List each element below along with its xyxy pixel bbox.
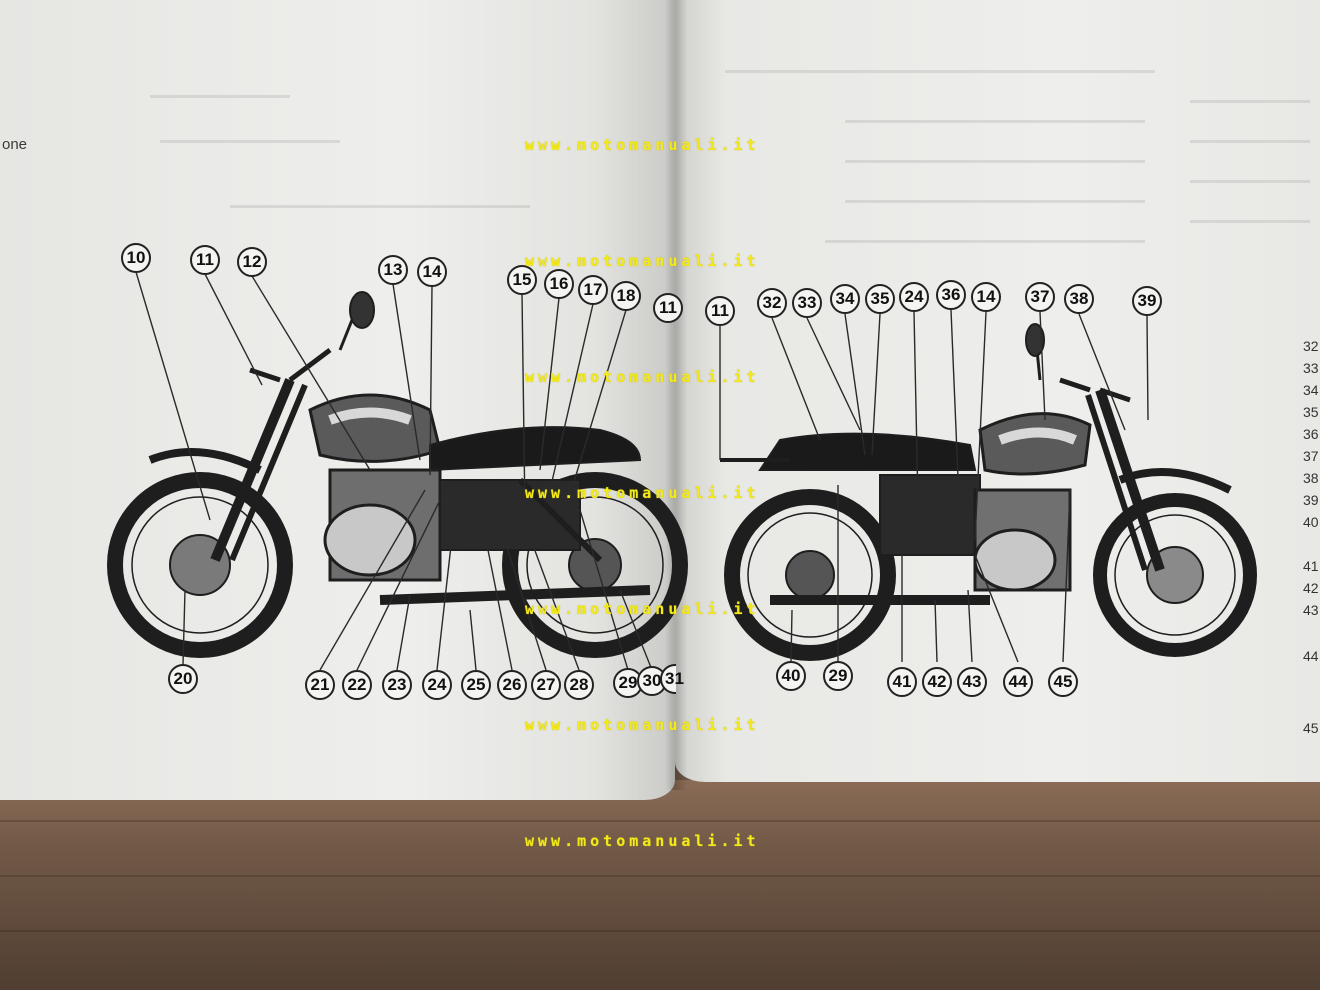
margin-number-40: 40: [1303, 514, 1319, 530]
wooden-table: [0, 780, 1320, 990]
callout-16: 16: [544, 269, 574, 299]
callout-44: 44: [1003, 667, 1033, 697]
margin-number-41: 41: [1303, 558, 1319, 574]
callout-29: 29: [613, 668, 643, 698]
margin-number-36: 36: [1303, 426, 1319, 442]
watermark-5: www.motomanuali.it: [525, 600, 760, 618]
callout-11: 11: [190, 245, 220, 275]
callout-14: 14: [417, 257, 447, 287]
watermark-4: www.motomanuali.it: [525, 484, 760, 502]
callout-17: 17: [578, 275, 608, 305]
right-page: [675, 0, 1320, 782]
callout-35: 35: [865, 284, 895, 314]
callout-38: 38: [1064, 284, 1094, 314]
callout-43: 43: [957, 667, 987, 697]
callout-40: 40: [776, 661, 806, 691]
callout-11-edge: 11: [653, 293, 683, 323]
left-page-text-fragment: one: [2, 136, 28, 153]
margin-number-42: 42: [1303, 580, 1319, 596]
callout-24-right: 24: [899, 282, 929, 312]
callout-14-right: 14: [971, 282, 1001, 312]
callout-12: 12: [237, 247, 267, 277]
callout-11-right: 11: [705, 296, 735, 326]
left-motorcycle: [107, 291, 688, 658]
callout-20: 20: [168, 664, 198, 694]
callout-leader-lines: [135, 271, 1149, 671]
watermark-3: www.motomanuali.it: [525, 368, 760, 386]
callout-31: 31: [660, 664, 684, 694]
margin-number-35: 35: [1303, 404, 1319, 420]
margin-number-37: 37: [1303, 448, 1319, 464]
margin-number-38: 38: [1303, 470, 1319, 486]
callout-37: 37: [1025, 282, 1055, 312]
margin-number-45: 45: [1303, 720, 1319, 736]
callout-45: 45: [1048, 667, 1078, 697]
margin-number-44: 44: [1303, 648, 1319, 664]
callout-25: 25: [461, 670, 491, 700]
callout-22: 22: [342, 670, 372, 700]
callout-23: 23: [382, 670, 412, 700]
callout-28: 28: [564, 670, 594, 700]
callout-10: 10: [121, 243, 151, 273]
callout-34: 34: [830, 284, 860, 314]
margin-number-32: 32: [1303, 338, 1319, 354]
callout-27: 27: [531, 670, 561, 700]
callout-41: 41: [887, 667, 917, 697]
callout-36: 36: [936, 280, 966, 310]
callout-15: 15: [507, 265, 537, 295]
watermark-6: www.motomanuali.it: [525, 716, 760, 734]
watermark-2: www.motomanuali.it: [525, 252, 760, 270]
callout-24: 24: [422, 670, 452, 700]
watermark-7: www.motomanuali.it: [525, 832, 760, 850]
callout-32: 32: [757, 288, 787, 318]
callout-18: 18: [611, 281, 641, 311]
right-motorcycle: [720, 323, 1257, 661]
callout-42: 42: [922, 667, 952, 697]
margin-number-39: 39: [1303, 492, 1319, 508]
callout-33: 33: [792, 288, 822, 318]
callout-26: 26: [497, 670, 527, 700]
watermark-1: www.motomanuali.it: [525, 136, 760, 154]
margin-number-34: 34: [1303, 382, 1319, 398]
margin-number-33: 33: [1303, 360, 1319, 376]
callout-13: 13: [378, 255, 408, 285]
callout-21: 21: [305, 670, 335, 700]
callout-29-right: 29: [823, 661, 853, 691]
callout-39: 39: [1132, 286, 1162, 316]
margin-number-43: 43: [1303, 602, 1319, 618]
